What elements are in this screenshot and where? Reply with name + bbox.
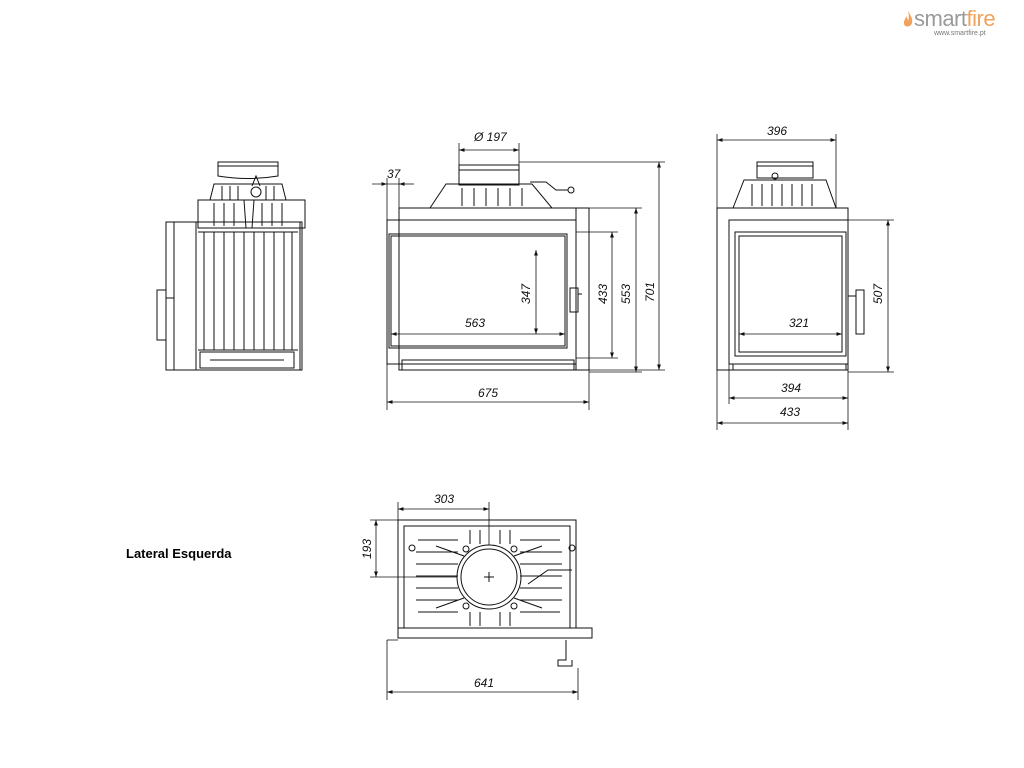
- dim-total-height: 701: [643, 282, 657, 302]
- dim-glass-width: 563: [465, 316, 485, 330]
- dim-top-total-width: 641: [474, 676, 494, 690]
- brand-name-fire: fire: [966, 6, 996, 31]
- brand-name-smart: smart: [914, 6, 967, 31]
- brand-logo: smartfire www.smartfire.pt: [900, 6, 1018, 40]
- view-caption: Lateral Esquerda: [126, 546, 232, 561]
- dim-total-depth: 433: [780, 405, 800, 419]
- dim-frame-offset: 37: [387, 167, 402, 181]
- dim-glass-height: 347: [519, 283, 533, 304]
- dim-inner-height: 433: [596, 284, 610, 304]
- right-side-view: [716, 161, 865, 371]
- right-side-dimensions: [716, 134, 894, 430]
- left-side-view: [156, 161, 306, 371]
- right-side-dimension-labels: 396 321 507 394 433: [767, 124, 885, 419]
- top-view-dimension-labels: 303 193 641: [360, 492, 494, 690]
- flame-icon: [903, 11, 913, 27]
- dim-side-height: 507: [871, 283, 885, 304]
- dim-total-width: 675: [478, 386, 498, 400]
- dim-door-height: 553: [619, 284, 633, 304]
- dim-top-depth: 396: [767, 124, 787, 138]
- brand-wordmark: smartfire: [914, 6, 996, 32]
- top-view: [397, 519, 593, 667]
- front-view: [386, 164, 590, 371]
- front-dimension-labels: Ø 197 37 347 563 433 553 701 675: [387, 130, 657, 400]
- brand-website: www.smartfire.pt: [934, 30, 986, 37]
- dim-side-glass-width: 321: [789, 316, 809, 330]
- dim-flue-offset-x: 303: [434, 492, 454, 506]
- front-dimensions: [372, 143, 665, 410]
- top-view-dimensions: [370, 502, 579, 700]
- dim-inner-depth: 394: [781, 381, 801, 395]
- dim-flue-diameter: Ø 197: [473, 130, 508, 144]
- dim-flue-offset-y: 193: [360, 539, 374, 559]
